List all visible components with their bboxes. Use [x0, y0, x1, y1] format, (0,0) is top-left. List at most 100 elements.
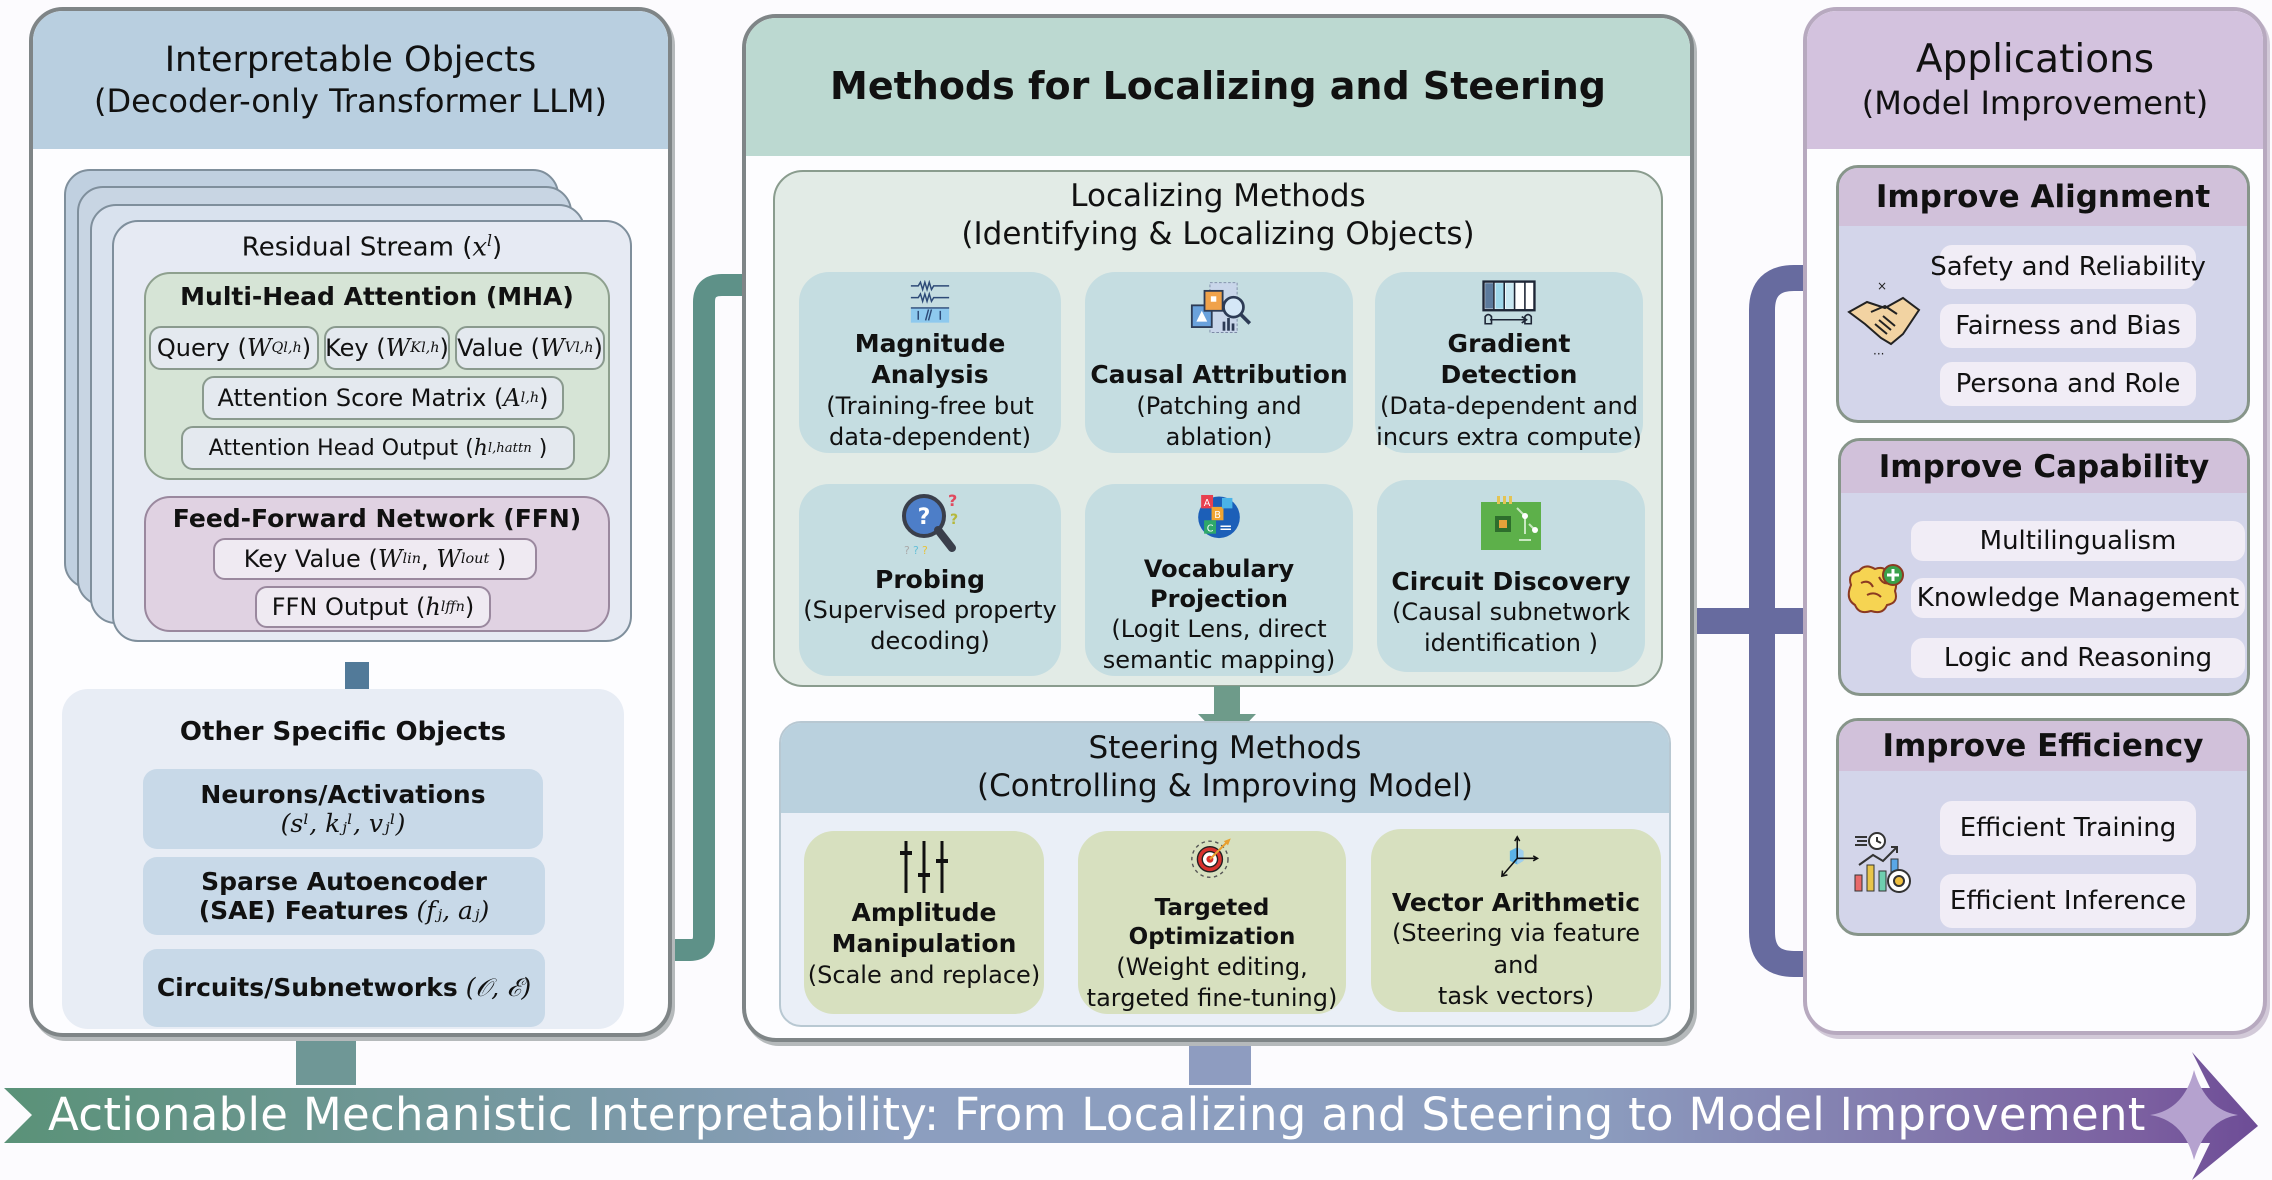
circuits-subnetworks-title: Circuits/Subnetworks: [156, 973, 458, 1002]
purple-connector-mid: [1694, 608, 1814, 634]
method-card-vocabulary-projection[interactable]: A B C Vocabulary Projection (Logit Lens,…: [1085, 484, 1353, 676]
app-item[interactable]: Safety and Reliability: [1930, 245, 2206, 289]
ffn-output-sub: ffn: [445, 599, 465, 615]
methods-header: Methods for Localizing and Steering: [746, 18, 1690, 156]
key-label: Key: [325, 334, 369, 362]
sae-features-math: (fⱼ, aⱼ): [416, 896, 490, 925]
app-item[interactable]: Efficient Training: [1940, 801, 2196, 855]
app-item[interactable]: Logic and Reasoning: [1911, 638, 2245, 678]
attention-score-matrix-math: A: [503, 384, 521, 412]
svg-text:C: C: [1207, 523, 1214, 534]
value-sup: l,h: [575, 340, 594, 356]
method-card-probing[interactable]: ? ? ? ? ? ? Probing (Supervised property…: [799, 484, 1061, 676]
analysis-magnifier-icon: [1190, 282, 1252, 333]
ffn-win-sup: l: [402, 551, 408, 567]
method-name: Vocabulary Projection: [1143, 554, 1295, 613]
app-group-title: Improve Capability: [1841, 441, 2247, 493]
localizing-subtitle: (Identifying & Localizing Objects): [961, 215, 1475, 252]
gradient-bar-icon: [1482, 280, 1536, 325]
key-sub: K: [410, 340, 422, 356]
query-label: Query: [156, 334, 230, 362]
applications-header: Applications (Model Improvement): [1807, 11, 2263, 149]
residual-stream-box: Residual Stream (xl) Multi-Head Attentio…: [112, 220, 632, 642]
app-item[interactable]: Knowledge Management: [1911, 578, 2245, 618]
ffn-wout-sub: out: [465, 551, 490, 567]
steering-desc: task vectors): [1437, 981, 1595, 1010]
methods-panel: Methods for Localizing and Steering Loca…: [742, 14, 1694, 1042]
circuits-subnetworks-box[interactable]: Circuits/Subnetworks (𝒪, ℰ): [143, 949, 545, 1027]
other-objects-box: Other Specific Objects Neurons/Activatio…: [62, 689, 624, 1029]
ffn-wout-sup: l: [460, 551, 466, 567]
app-item[interactable]: Fairness and Bias: [1940, 304, 2196, 348]
ffn-wout-math: W: [436, 545, 461, 573]
interpretable-objects-panel: Interpretable Objects (Decoder-only Tran…: [29, 7, 672, 1037]
steering-desc: (Scale and replace): [807, 960, 1041, 989]
sae-features-title: Sparse Autoencoder: [201, 867, 487, 896]
sliders-icon: [900, 841, 948, 893]
waveform-icon: [910, 280, 950, 323]
method-desc: semantic mapping): [1102, 645, 1336, 674]
ffn-title: Feed-Forward Network (FFN): [172, 504, 582, 533]
circuit-board-icon: [1481, 496, 1541, 550]
app-item[interactable]: Efficient Inference: [1940, 874, 2196, 928]
steering-desc: (Weight editing,: [1116, 952, 1308, 981]
steering-subtitle: (Controlling & Improving Model): [977, 768, 1473, 804]
neurons-activations-math: (sˡ, kⱼˡ, vⱼˡ): [280, 809, 406, 838]
banner-star-icon: [2150, 1070, 2238, 1160]
svg-text:×: ×: [1877, 280, 1887, 293]
method-name: Causal Attribution: [1090, 360, 1348, 390]
svg-text:B: B: [1214, 510, 1221, 521]
steering-name2: Manipulation: [831, 929, 1017, 959]
svg-text:?: ?: [922, 544, 928, 556]
residual-stream-text: Residual Stream: [241, 232, 454, 263]
circuits-subnetworks-math: (𝒪, ℰ): [465, 973, 532, 1002]
steering-name: Targeted Optimization: [1128, 895, 1296, 950]
steering-methods-box: Steering Methods (Controlling & Improvin…: [779, 721, 1671, 1027]
method-card-gradient-detection[interactable]: Gradient Detection (Data-dependent and i…: [1375, 272, 1643, 453]
method-card-circuit-discovery[interactable]: Circuit Discovery (Causal subnetwork ide…: [1377, 480, 1645, 672]
method-card-magnitude-analysis[interactable]: Magnitude Analysis (Training-free but da…: [799, 272, 1061, 453]
query-math: W: [246, 334, 272, 362]
svg-text:?: ?: [950, 512, 958, 528]
app-item[interactable]: Persona and Role: [1940, 362, 2196, 406]
sae-features-box[interactable]: Sparse Autoencoder (SAE) Features (fⱼ, a…: [143, 857, 545, 935]
query-sub: Q: [271, 340, 284, 356]
svg-text:?: ?: [904, 544, 910, 556]
methods-title: Methods for Localizing and Steering: [830, 64, 1606, 109]
steering-card-targeted-optimization[interactable]: Targeted Optimization (Weight editing, t…: [1078, 831, 1346, 1014]
other-objects-title: Other Specific Objects: [179, 717, 507, 747]
steering-card-amplitude-manipulation[interactable]: Amplitude Manipulation (Scale and replac…: [804, 831, 1044, 1014]
steering-desc: (Steering via feature and: [1391, 919, 1640, 979]
value-sub: V: [564, 340, 576, 356]
app-group-efficiency: Improve Efficiency Efficient Training Ef…: [1836, 718, 2250, 936]
applications-title: Applications: [1915, 36, 2155, 82]
neurons-activations-title: Neurons/Activations: [200, 780, 486, 809]
banner-text: Actionable Mechanistic Interpretability:…: [48, 1088, 2146, 1141]
app-item[interactable]: Multilingualism: [1911, 521, 2245, 561]
app-group-alignment: Improve Alignment × ··· Safety and Relia…: [1836, 165, 2250, 423]
residual-stream-math: x: [472, 232, 488, 263]
efficiency-chart-icon: [1854, 832, 1911, 893]
steering-name: Vector Arithmetic: [1391, 888, 1641, 918]
value-label: Value: [457, 334, 523, 362]
method-desc: data-dependent): [829, 422, 1031, 451]
query-sup: l,h: [283, 340, 302, 356]
residual-stream-label: Residual Stream (xl): [241, 232, 503, 263]
steering-card-vector-arithmetic[interactable]: Vector Arithmetic (Steering via feature …: [1371, 829, 1661, 1012]
attention-score-matrix-sup: l,h: [520, 390, 540, 406]
neurons-activations-box[interactable]: Neurons/Activations (sˡ, kⱼˡ, vⱼˡ): [143, 769, 543, 849]
svg-text:?: ?: [918, 505, 931, 530]
svg-text:?: ?: [913, 544, 919, 556]
method-card-causal-attribution[interactable]: Causal Attribution (Patching and ablatio…: [1085, 272, 1353, 453]
interpretable-objects-subtitle: (Decoder-only Transformer LLM): [93, 82, 608, 120]
svg-text:···: ···: [1873, 347, 1884, 360]
app-group-capability: Improve Capability Multilingualism Knowl…: [1838, 438, 2250, 696]
teal-connector-arrow: [672, 274, 742, 961]
